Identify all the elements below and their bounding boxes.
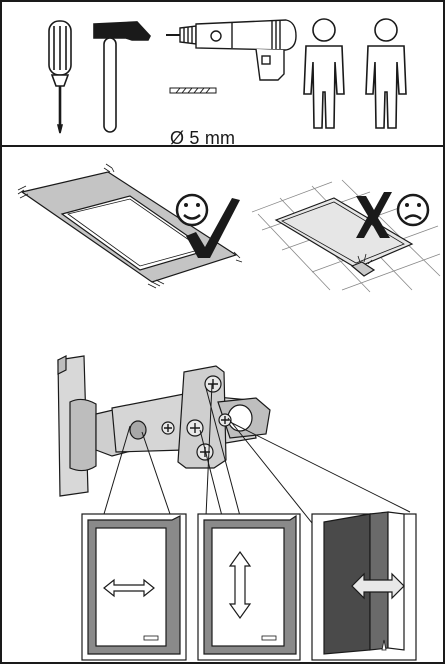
person-icon: [303, 18, 345, 129]
drill-bit-icon: [169, 87, 217, 94]
tools-illustration: [48, 18, 407, 134]
adjust-height-icon: [197, 513, 301, 661]
leader-lines: [103, 383, 411, 529]
checkmark-icon: [186, 198, 240, 258]
sad-face-icon: [396, 193, 430, 227]
concealed-hinge-icon: [57, 355, 271, 497]
cross-icon: [356, 192, 392, 238]
person-icon: [365, 18, 407, 129]
power-drill-icon: [166, 19, 297, 81]
screwdriver-icon: [48, 20, 72, 134]
drill-bit-label: Ø 5 mm: [170, 128, 236, 148]
rug-correct-icon: [17, 163, 243, 289]
adjust-side-icon: [81, 513, 187, 661]
smiley-face-icon: [175, 193, 209, 227]
door-on-floor: [274, 197, 414, 277]
hammer-icon: [93, 21, 151, 133]
adjust-depth-icon: [311, 511, 417, 661]
